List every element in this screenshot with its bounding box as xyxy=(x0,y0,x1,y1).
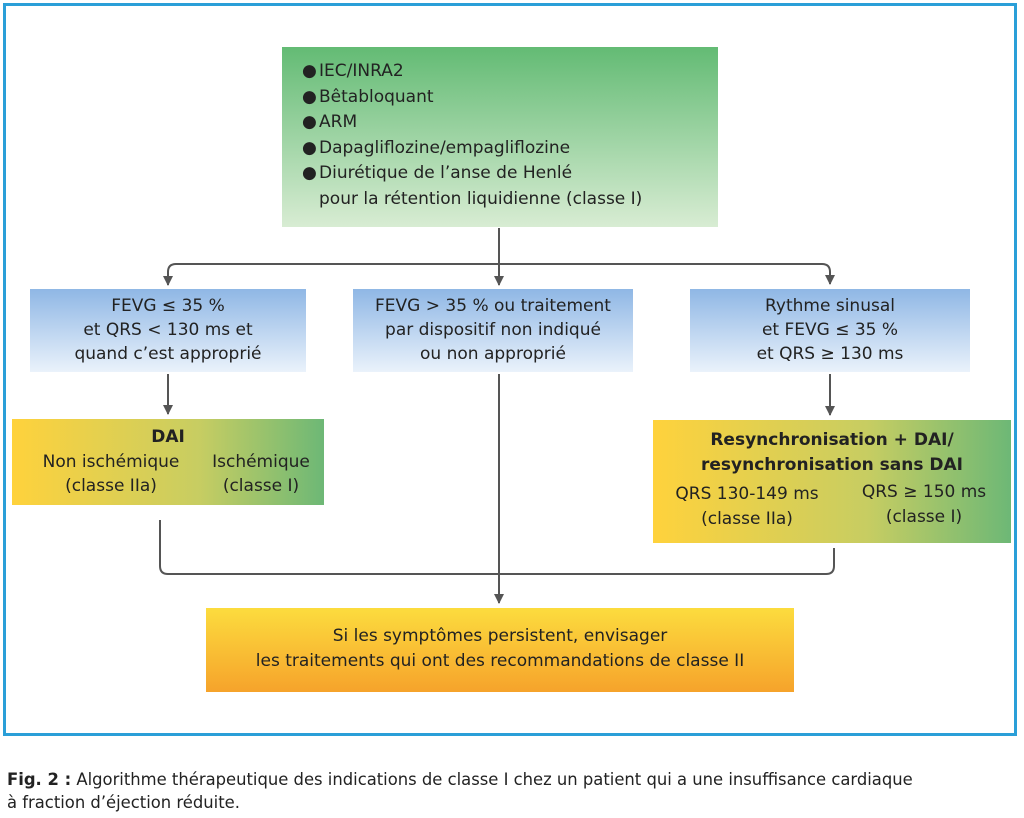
treatment-item: ●Dapagliflozine/empagliflozine xyxy=(302,136,718,162)
dai-ischemic: Ischémique (classe I) xyxy=(212,452,310,496)
treatment-item: ●Bêtabloquant xyxy=(302,85,718,111)
figure-caption: Fig. 2 : Algorithme thérapeutique des in… xyxy=(7,768,1022,814)
treatment-item-continuation: pour la rétention liquidienne (classe I) xyxy=(319,188,643,209)
branch-middle-box: FEVG > 35 % ou traitement par dispositif… xyxy=(353,289,633,372)
treatment-item: ●Diurétique de l’anse de Henlé xyxy=(302,161,718,187)
qrs-130-149: QRS 130-149 ms (classe IIa) xyxy=(675,484,819,529)
dai-title: DAI xyxy=(151,427,185,447)
bullet-icon: ● xyxy=(302,137,317,158)
qrs-150: QRS ≥ 150 ms (classe I) xyxy=(861,482,987,527)
caption-text-line2: à fraction d’éjection réduite. xyxy=(7,793,240,812)
resynchronisation-title: Resynchronisation + DAI/ resynchronisati… xyxy=(701,430,963,475)
resynchronisation-box: Resynchronisation + DAI/ resynchronisati… xyxy=(653,420,1011,543)
first-line-treatments-box: ●IEC/INRA2 ●Bêtabloquant ●ARM ●Dapaglifl… xyxy=(282,47,718,227)
bullet-icon: ● xyxy=(302,112,317,132)
branch-right-box: Rythme sinusal et FEVG ≤ 35 % et QRS ≥ 1… xyxy=(690,289,970,372)
treatment-item: ●ARM xyxy=(302,110,718,136)
caption-label: Fig. 2 : xyxy=(7,770,72,789)
caption-text: Algorithme thérapeutique des indications… xyxy=(71,770,913,789)
bullet-icon: ● xyxy=(302,163,317,183)
branch-left-box: FEVG ≤ 35 % et QRS < 130 ms et quand c’e… xyxy=(30,289,306,372)
dai-box: DAI Non ischémique (classe IIa) Ischémiq… xyxy=(12,419,324,505)
bullet-icon: ● xyxy=(302,86,317,107)
dai-non-ischemic: Non ischémique (classe IIa) xyxy=(42,452,180,496)
bullet-icon: ● xyxy=(302,61,317,81)
persistent-symptoms-box: Si les symptômes persistent, envisager l… xyxy=(206,608,794,692)
treatment-item: ●IEC/INRA2 xyxy=(302,59,718,85)
figure-frame xyxy=(3,3,1017,736)
connector-bottom-merge xyxy=(159,520,835,575)
